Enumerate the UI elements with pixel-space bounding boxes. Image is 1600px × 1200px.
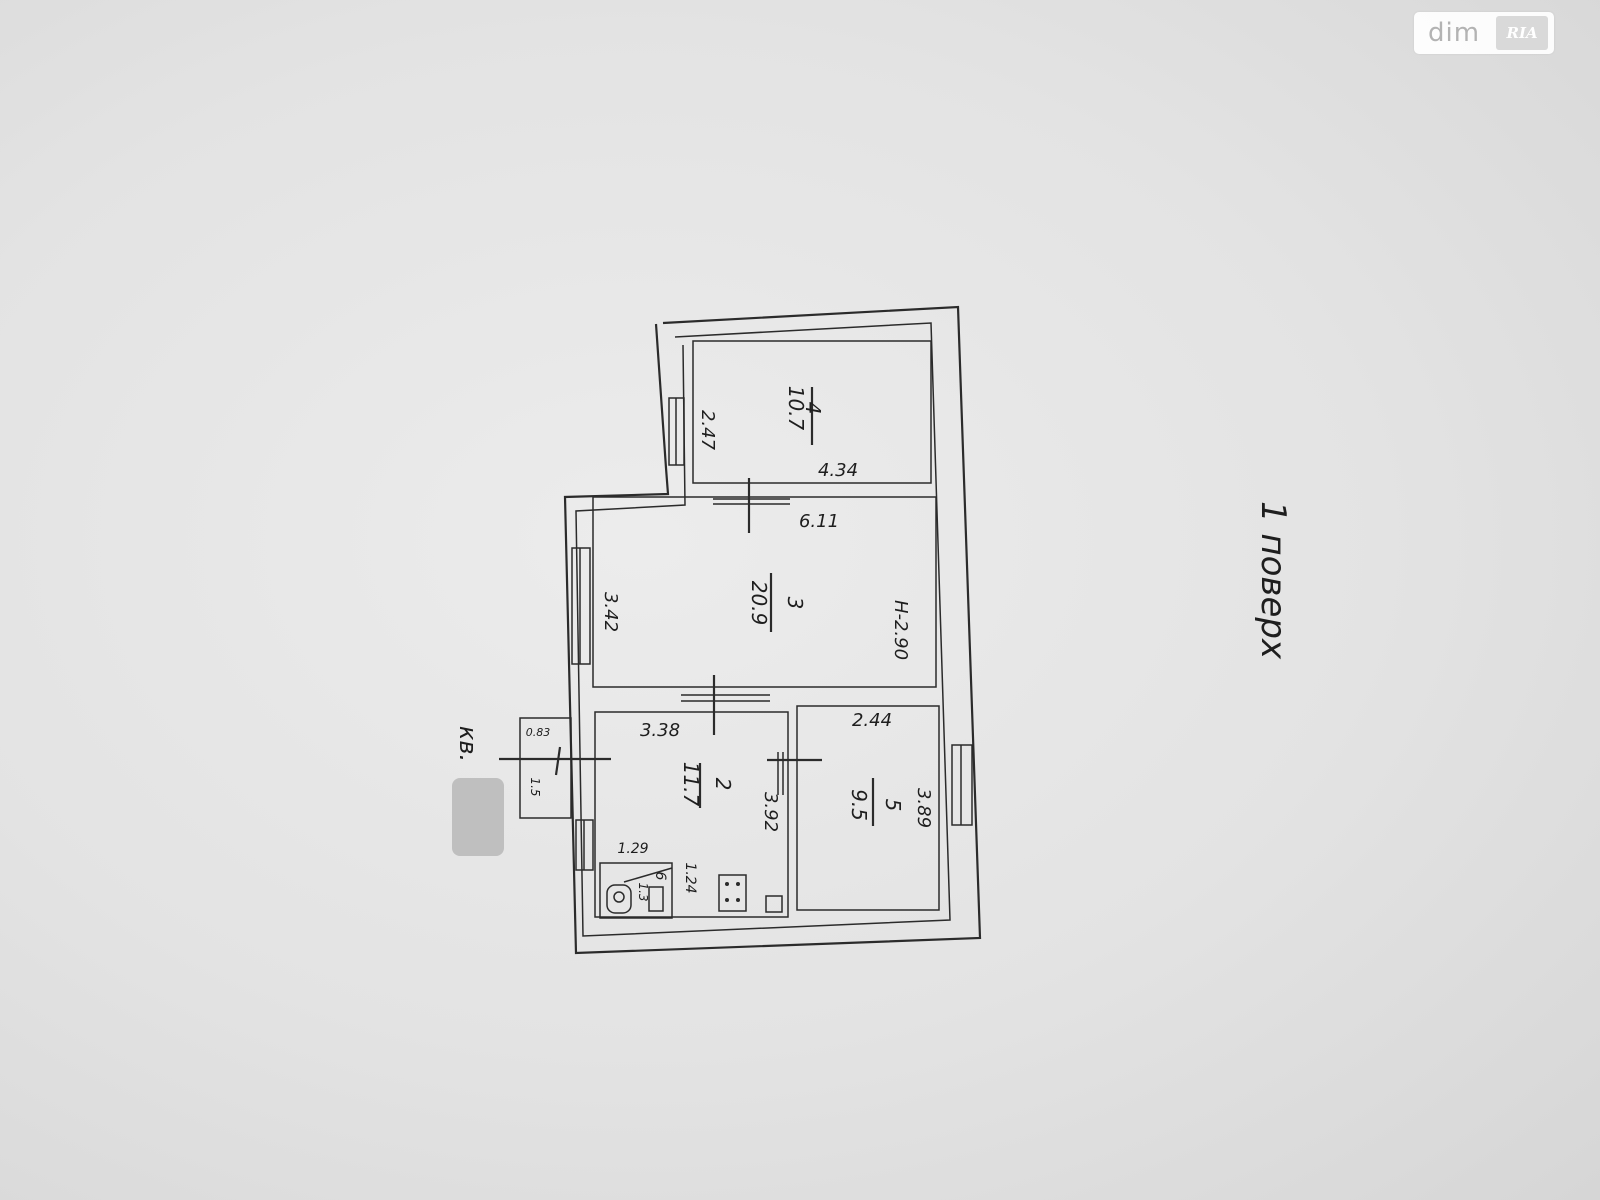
sink-icon [765,895,783,913]
floor-label: 1 поверх [1253,501,1293,660]
site-watermark: dim RIA [1414,12,1554,54]
room-5-number: 5 [881,799,905,812]
room-4-number: 4 [801,402,825,415]
dimension-4-34: 4.34 [818,460,858,481]
room-2-area: 11.7 [679,762,703,807]
room-5-outline [796,705,940,911]
door-marks [499,478,822,795]
room-3-number: 3 [783,597,807,610]
window-room-5 [951,744,973,826]
bathtub-icon [606,884,632,914]
dimension-2-47: 2.47 [697,410,718,451]
fixtures [606,874,783,914]
apartment-mark: кв. [454,726,482,762]
balcony-outline [519,717,572,819]
dimension-3-38: 3.38 [640,720,680,741]
dimension-3-42: 3.42 [600,592,621,632]
room-4-area: 10.7 [784,386,808,431]
dimension-3-92: 3.92 [760,792,781,832]
dimension-1-24: 1.24 [682,862,698,893]
room-outlines [519,340,940,919]
toilet-icon [613,891,625,903]
room-5-area: 9.5 [847,789,871,821]
room-6-outline [599,862,673,919]
dimension-2-44: 2.44 [852,710,892,731]
watermark-brand: dim [1428,18,1481,48]
dimension-1-5: 1.5 [528,777,542,796]
dimension-height: H-2.90 [890,600,911,660]
redacted-area [452,778,504,856]
room-2-outline [594,711,789,918]
area-dividers [623,387,875,883]
room-4-outline [692,340,932,484]
room-3-outline [592,496,937,688]
dimension-0-83: 0.83 [526,726,551,739]
watermark-badge: RIA [1496,16,1549,50]
room-3-area: 20.9 [747,581,771,626]
dimension-6-11: 6.11 [799,511,839,532]
windows [571,397,973,871]
stove-icon [718,874,747,912]
washbasin-icon [648,886,664,912]
room-2-number: 2 [711,778,735,791]
dimension-3-89: 3.89 [913,788,934,828]
room-6-number: 6 [652,872,668,881]
window-room-3 [571,547,591,665]
room-6-area: 1.3 [636,882,650,901]
dimension-1-29: 1.29 [617,841,648,857]
